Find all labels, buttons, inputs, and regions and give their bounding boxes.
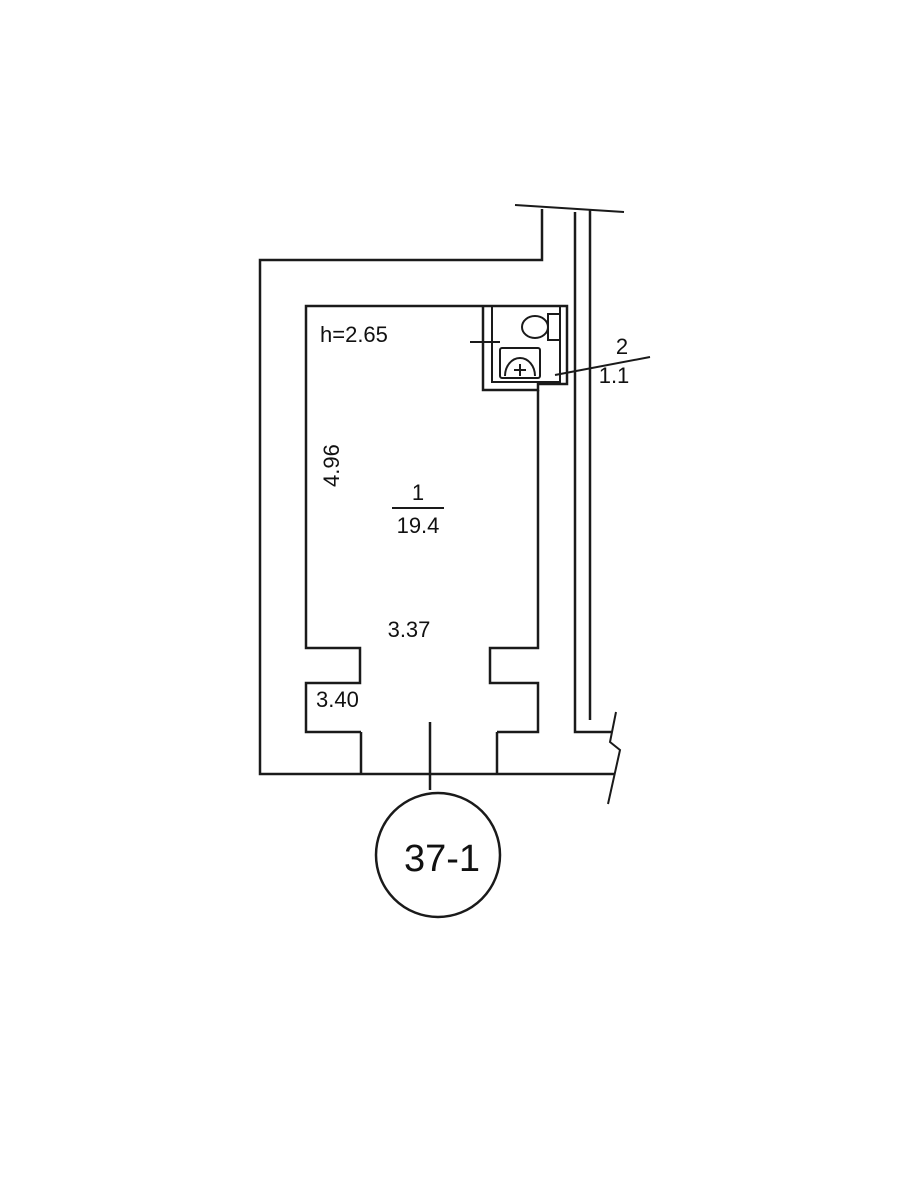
bathroom-wall [491,306,561,383]
left-length-label: 4.96 [319,444,344,487]
right-break-line [607,711,622,805]
shower-icon [499,347,541,379]
room-1-area: 19.4 [397,513,440,538]
unit-label-text: 37-1 [404,838,480,880]
room-2-number: 2 [616,334,628,359]
inner-wall-right [488,390,540,734]
room-1-number: 1 [412,480,424,505]
bottom-width-label: 3.40 [316,687,359,712]
room-2-leader [554,356,651,376]
toilet-icon [521,313,561,341]
corridor-wall-left [573,212,612,734]
room-2-area: 1.1 [599,363,630,388]
top-break-line [514,204,625,213]
unit-label-badge: 37-1 [374,791,502,919]
ceiling-height-label: h=2.65 [320,322,388,347]
outer-wall [258,209,614,776]
inner-width-label: 3.37 [388,617,431,642]
